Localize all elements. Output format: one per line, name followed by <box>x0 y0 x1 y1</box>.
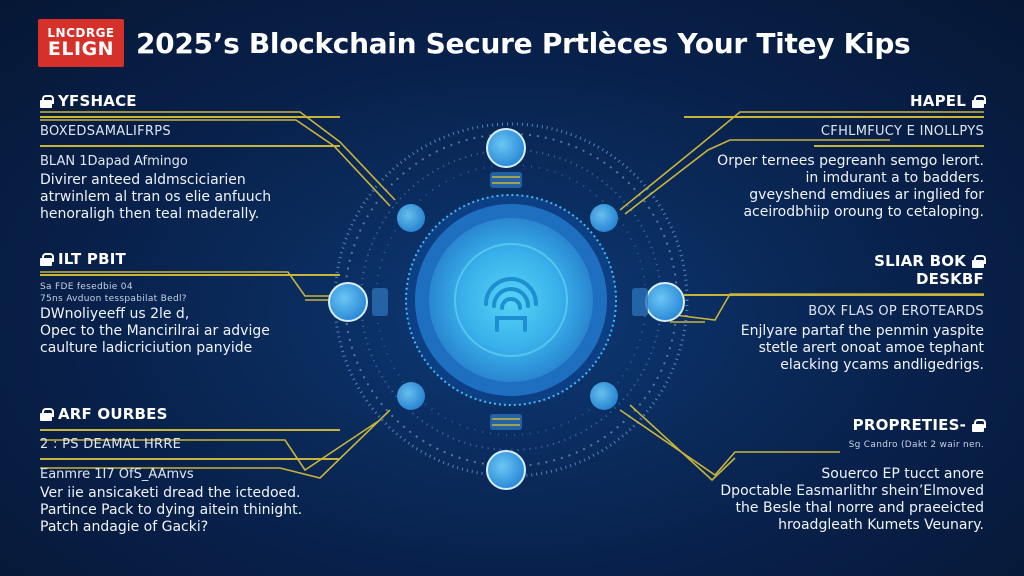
panel-title: ARF OURBES <box>58 405 168 423</box>
divider <box>684 294 984 296</box>
divider <box>40 458 340 460</box>
panel-text: caulture ladicriciution panyide <box>40 340 253 356</box>
panel-text: DWnoliyeeff us 2le d, <box>40 306 190 322</box>
panel-bottom-left: ARF OURBES 2 : PS DEAMAL HRRE Eanmre 1I7… <box>40 405 340 536</box>
page-title: 2025’s Blockchain Secure Prtlèces Your T… <box>136 26 911 60</box>
panel-mid-right: SLIAR BOK DESKBF BOX FLAS OP EROTEARDS E… <box>684 252 986 374</box>
panel-text: Dpoctable Easmarlithr shein’Elmoved <box>720 483 984 499</box>
panel-text: gveyshend emdiues ar inglied for <box>749 187 984 203</box>
panel-text: BLAN 1Dapad Afmingo <box>40 154 188 169</box>
panel-subtitle: BOXEDSAMALIFRPS <box>40 124 171 139</box>
panel-text: hroadgleath Kumets Veunary. <box>778 517 984 533</box>
divider <box>40 145 340 147</box>
logo-line1: LNCDRGE <box>47 26 115 40</box>
panel-title: PROPRETIES- <box>852 416 966 434</box>
panel-text: Ver iie ansicaketi dread the ictedoed. <box>40 485 301 501</box>
panel-text: Patch andagie of Gacki? <box>40 519 209 535</box>
panel-small-text: Sg Candro (Dakt 2 wair nen. <box>848 440 984 450</box>
panel-small-text: Sa FDE fesedbie 04 <box>40 282 133 292</box>
divider <box>40 429 340 431</box>
panel-text: Enjlyare partaf the penmin yaspite <box>740 323 984 339</box>
panel-title: SLIAR BOK <box>874 252 966 270</box>
panel-text: Orper ternees pegreanh semgo lerort. <box>717 153 984 169</box>
panel-text: the Besle thal norre and praeeicted <box>735 500 984 516</box>
logo-line2: ELIGN <box>47 38 115 60</box>
panel-small-text: 75ns Avduon tesspabilat Bedl? <box>40 294 187 304</box>
divider <box>40 116 340 118</box>
lock-icon <box>972 418 986 432</box>
lock-icon <box>40 407 54 421</box>
panel-subtitle: CFHLMFUCY E INOLLPYS <box>820 124 984 139</box>
panel-text: atrwinlem al tran os elie anfuuch <box>40 189 272 205</box>
lock-icon <box>972 254 986 268</box>
panel-mid-left: ILT PBIT Sa FDE fesedbie 04 75ns Avduon … <box>40 250 340 357</box>
panel-text: Souerco EP tucct anore <box>821 466 984 482</box>
panel-text: Opec to the Mancirilrai ar advige <box>40 323 270 339</box>
panel-text: henoraligh then teal maderally. <box>40 206 260 222</box>
panel-text: Partince Pack to dying aitein thinight. <box>40 502 303 518</box>
panel-text: elacking ycams andligedrigs. <box>780 357 984 373</box>
panel-top-left: YFSHACE BOXEDSAMALIFRPS BLAN 1Dapad Afmi… <box>40 92 340 223</box>
panel-text: aceirodbhiip oroung to cetaloping. <box>743 204 984 220</box>
panel-top-right: HAPEL CFHLMFUCY E INOLLPYS Orper ternees… <box>684 92 986 221</box>
lock-icon <box>40 252 54 266</box>
lock-icon <box>40 94 54 108</box>
panel-subtitle: 2 : PS DEAMAL HRRE <box>40 437 182 452</box>
panel-title: HAPEL <box>910 92 966 110</box>
divider <box>684 116 984 118</box>
lock-icon <box>972 94 986 108</box>
panel-bottom-right: PROPRETIES- Sg Candro (Dakt 2 wair nen. … <box>684 416 986 534</box>
wifi-signal-icon <box>484 277 538 332</box>
logo: LNCDRGE ELIGN <box>38 19 124 67</box>
divider <box>814 145 984 147</box>
panel-title: YFSHACE <box>58 92 137 110</box>
panel-text: in imdurant a to badders. <box>805 170 984 186</box>
panel-text: Divirer anteed aldmsciciarien <box>40 172 246 188</box>
panel-text: stetle arert onoat amoe tephant <box>758 340 984 356</box>
divider <box>40 274 340 276</box>
panel-subtitle: BOX FLAS OP EROTEARDS <box>808 304 984 319</box>
header: LNCDRGE ELIGN 2025’s Blockchain Secure P… <box>38 19 911 67</box>
panel-title-line2: DESKBF <box>915 270 984 288</box>
panel-text: Eanmre 1I7 OfS_AAmvs <box>40 467 194 482</box>
panel-title: ILT PBIT <box>58 250 126 268</box>
